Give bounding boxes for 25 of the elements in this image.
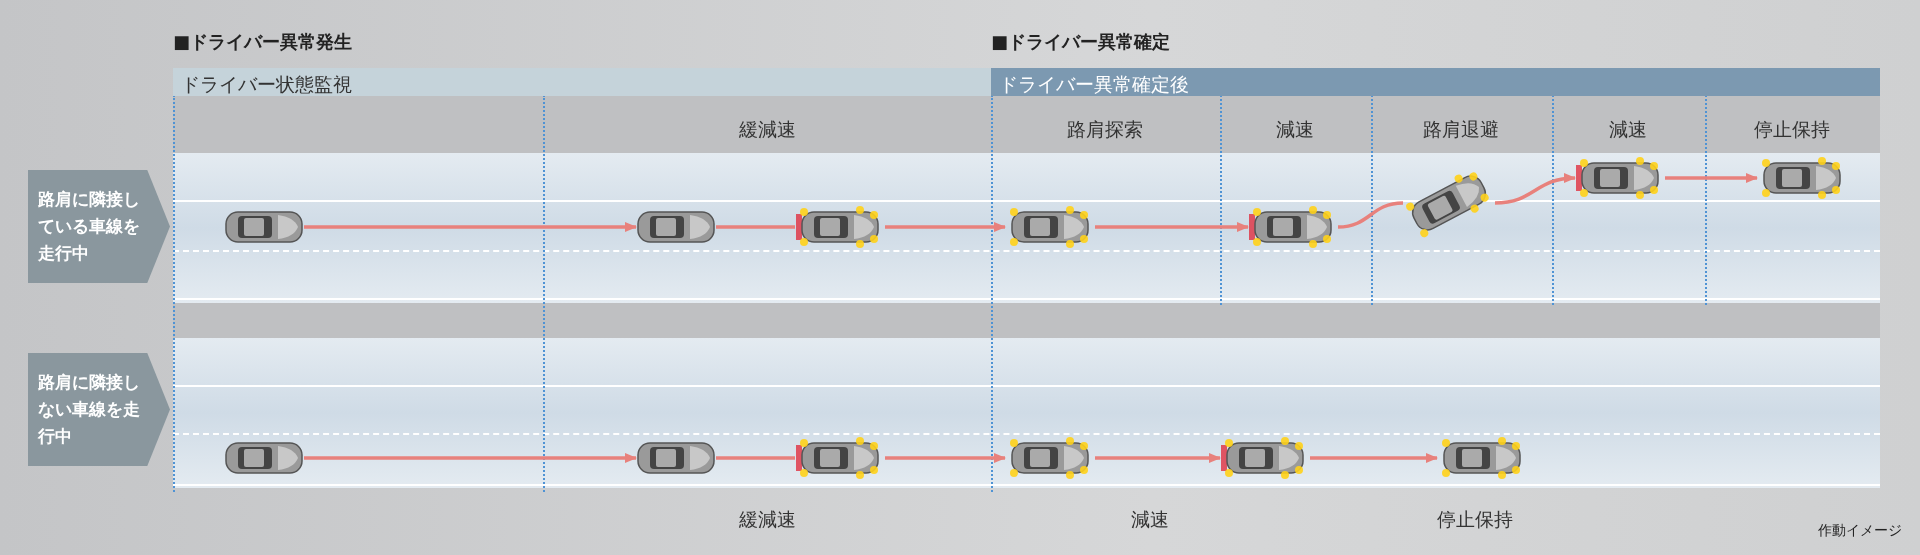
section-heading: ■ドライバー異常発生 [173, 30, 352, 54]
arrow [304, 453, 637, 463]
column-label: 停止保持 [1754, 117, 1830, 142]
column-label: 路肩探索 [1067, 117, 1143, 142]
column-label: 緩減速 [738, 507, 796, 532]
column-label: 路肩退避 [1423, 117, 1499, 142]
phase-band: ドライバー状態監視 [173, 68, 991, 96]
phase-band: ドライバー異常確定後 [991, 68, 1880, 96]
arrow [1494, 173, 1576, 205]
note: 作動イメージ [1818, 522, 1902, 540]
arrow [1095, 453, 1221, 463]
row-header-tab: 路肩に隣接しない車線を走行中 [28, 353, 170, 466]
arrow [1310, 453, 1438, 463]
arrow [304, 222, 637, 232]
column-label: 減速 [1609, 117, 1647, 142]
column-label: 緩減速 [738, 117, 796, 142]
arrow [885, 453, 1006, 463]
arrow [885, 222, 1006, 232]
section-heading: ■ドライバー異常確定 [991, 30, 1170, 54]
column-label: 減速 [1131, 507, 1169, 532]
column-label: 停止保持 [1437, 507, 1513, 532]
row-header-tab: 路肩に隣接している車線を走行中 [28, 170, 170, 283]
arrow [1095, 222, 1249, 232]
column-label: 減速 [1276, 117, 1314, 142]
arrow [1665, 173, 1758, 183]
